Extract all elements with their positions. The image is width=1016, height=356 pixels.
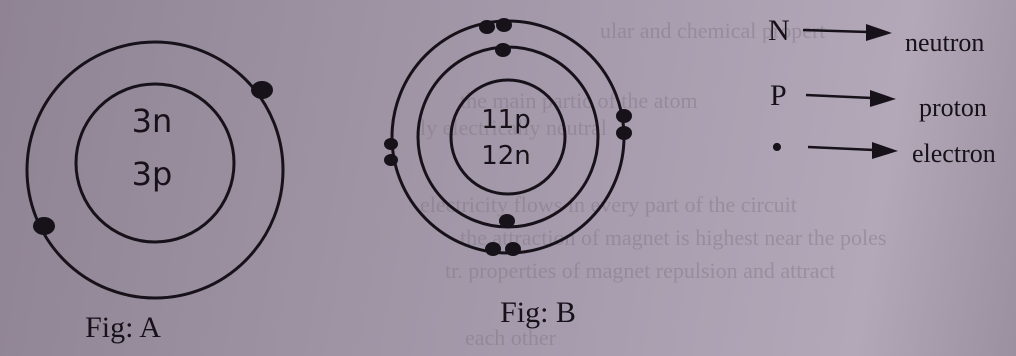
legend-arrow-head bbox=[866, 24, 892, 41]
fig-b-caption: Fig: B bbox=[500, 296, 576, 329]
svg-text:the main partic of the ato: the main partic of the atom bbox=[460, 88, 698, 113]
fig-a-nucleus bbox=[74, 82, 236, 244]
legend-arrow-shaft bbox=[805, 93, 873, 100]
fig-b-nucleus-neutrons: 12n bbox=[481, 141, 531, 171]
fig-b-electron bbox=[496, 18, 512, 32]
svg-text:ular and chemical propert: ular and chemical propert bbox=[600, 18, 825, 43]
fig-b-nucleus bbox=[449, 78, 567, 196]
fig-b-electron bbox=[616, 126, 632, 140]
legend-arrow-shaft bbox=[802, 28, 869, 34]
legend-symbol-proton: P bbox=[770, 79, 787, 112]
legend-label-proton: proton bbox=[919, 93, 987, 122]
fig-b-electron bbox=[485, 242, 501, 256]
legend-arrow-head bbox=[872, 142, 898, 159]
legend-label-neutron: neutron bbox=[905, 28, 984, 57]
fig-a-nucleus-neutrons: 3n bbox=[132, 102, 173, 140]
fig-a-electron bbox=[33, 217, 55, 235]
legend-row-electron: • electron bbox=[771, 129, 996, 168]
figure-a: 3n 3p Fig: A bbox=[25, 40, 285, 344]
fig-a-nucleus-protons: 3p bbox=[132, 155, 173, 193]
fig-a-electron bbox=[251, 81, 273, 99]
legend-arrow-shaft bbox=[807, 145, 875, 152]
fig-b-electron bbox=[384, 138, 398, 150]
fig-a-electrons bbox=[33, 81, 273, 235]
legend-row-proton: P proton bbox=[770, 79, 987, 122]
fig-b-electron bbox=[479, 20, 495, 34]
legend-symbol-neutron: N bbox=[768, 14, 790, 47]
svg-text:the attraction of magnet is hi: the attraction of magnet is highest near… bbox=[460, 225, 886, 250]
fig-a-outer-shell bbox=[25, 40, 285, 300]
fig-b-electrons bbox=[384, 18, 632, 256]
fig-b-electron bbox=[384, 154, 398, 166]
fig-b-electron bbox=[505, 242, 521, 256]
legend: N neutron P proton • electron bbox=[768, 14, 996, 168]
legend-label-electron: electron bbox=[912, 139, 996, 168]
figure-b: 11p 12n Fig: B bbox=[384, 18, 632, 329]
legend-row-neutron: N neutron bbox=[768, 14, 984, 57]
fig-b-electron bbox=[616, 109, 632, 123]
bleed-through-text: ular and chemical propert the main parti… bbox=[420, 18, 886, 350]
fig-b-electron bbox=[495, 43, 511, 57]
legend-arrow-head bbox=[870, 90, 896, 107]
legend-symbol-electron: • bbox=[771, 129, 783, 166]
svg-text:tr. properties of magnet repul: tr. properties of magnet repulsion and a… bbox=[445, 258, 835, 283]
svg-text:each other: each other bbox=[465, 325, 557, 350]
fig-b-electron bbox=[499, 214, 515, 228]
fig-a-caption: Fig: A bbox=[85, 311, 161, 344]
fig-b-nucleus-protons: 11p bbox=[481, 105, 531, 135]
